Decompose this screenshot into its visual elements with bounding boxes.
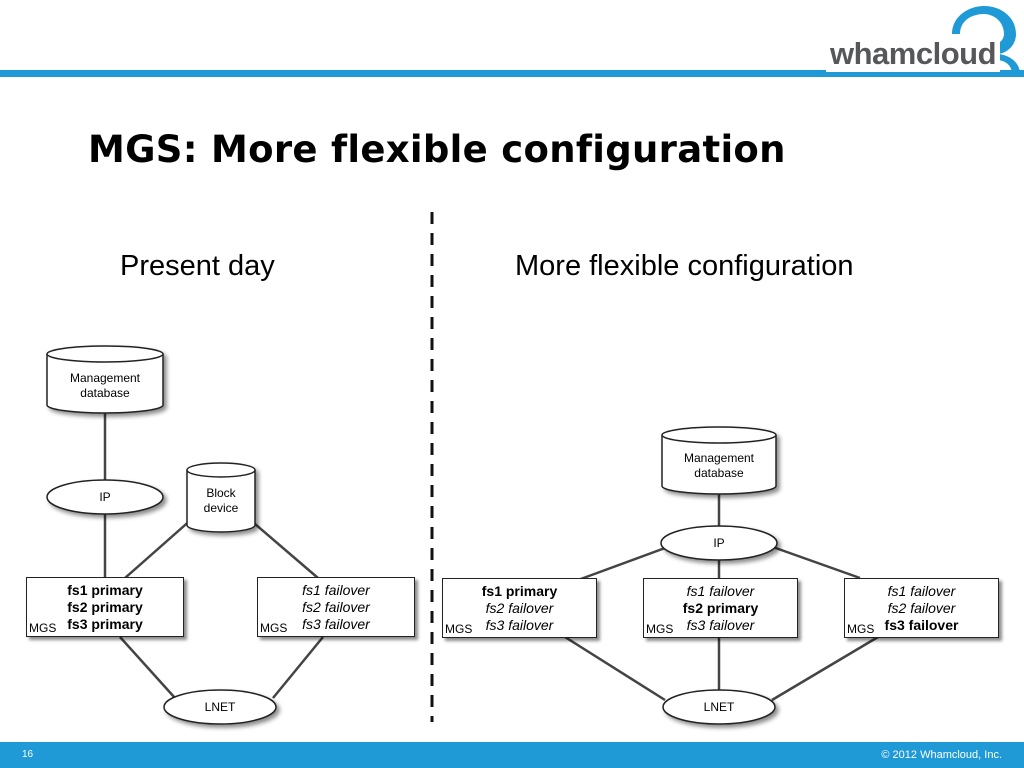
right-lnet-label: LNET [704, 700, 735, 714]
header-rule [0, 70, 1024, 77]
right-heading: More flexible configuration [515, 250, 854, 282]
page-number: 16 [22, 749, 34, 760]
box-line: fs2 failover [485, 600, 554, 616]
box-line: fs1 failover [686, 583, 755, 599]
block-device-icon [186, 462, 256, 533]
mgs-label: MGS [445, 622, 473, 636]
footer-bar [0, 742, 1024, 768]
right-ip-node [660, 525, 778, 561]
box-line: fs2 failover [302, 599, 370, 615]
left-server-primary: fs1 primary fs2 primary fs3 primary MGS [26, 577, 184, 637]
right-db-line1: Management [684, 451, 755, 465]
left-connectors [103, 412, 324, 699]
right-connectors [564, 492, 879, 702]
block-line2: device [204, 501, 239, 515]
box-line: fs3 failover [884, 617, 959, 633]
left-db-line2: database [80, 386, 130, 400]
right-db-line2: database [694, 466, 744, 480]
box-line: fs2 failover [887, 600, 956, 616]
mgs-label: MGS [29, 621, 57, 635]
box-line: fs1 primary [481, 583, 558, 599]
mgs-label: MGS [847, 622, 875, 636]
left-database-icon [46, 345, 164, 414]
left-server-failover: fs1 failover fs2 failover fs3 failover M… [257, 577, 415, 637]
box-line: fs3 failover [302, 616, 370, 632]
box-line: fs1 primary [67, 582, 143, 598]
left-heading: Present day [120, 250, 275, 282]
right-server-1: fs1 primary fs2 failover fs3 failover MG… [442, 578, 597, 638]
box-line: fs3 failover [485, 617, 554, 633]
block-line1: Block [206, 486, 236, 500]
box-line: fs2 primary [682, 600, 759, 616]
box-line: fs3 failover [686, 617, 755, 633]
left-ip-node [46, 479, 164, 515]
slide-title: MGS: More flexible configuration [88, 128, 786, 171]
mgs-label: MGS [260, 621, 288, 635]
box-line: fs2 primary [67, 599, 143, 615]
mgs-label: MGS [646, 622, 674, 636]
left-db-line1: Management [70, 371, 141, 385]
left-lnet-node [163, 689, 277, 725]
copyright: © 2012 Whamcloud, Inc. [881, 749, 1002, 761]
right-server-2: fs1 failover fs2 primary fs3 failover MG… [643, 578, 798, 638]
left-lnet-label: LNET [205, 700, 236, 714]
right-lnet-node [662, 689, 776, 725]
right-ip-label: IP [713, 536, 724, 550]
right-server-3: fs1 failover fs2 failover fs3 failover M… [844, 578, 999, 638]
left-ip-label: IP [99, 490, 110, 504]
right-database-icon [661, 426, 777, 495]
box-line: fs1 failover [887, 583, 956, 599]
box-line: fs1 failover [302, 582, 370, 598]
box-line: fs3 primary [67, 616, 143, 632]
brand-name: whamcloud [826, 36, 1001, 72]
